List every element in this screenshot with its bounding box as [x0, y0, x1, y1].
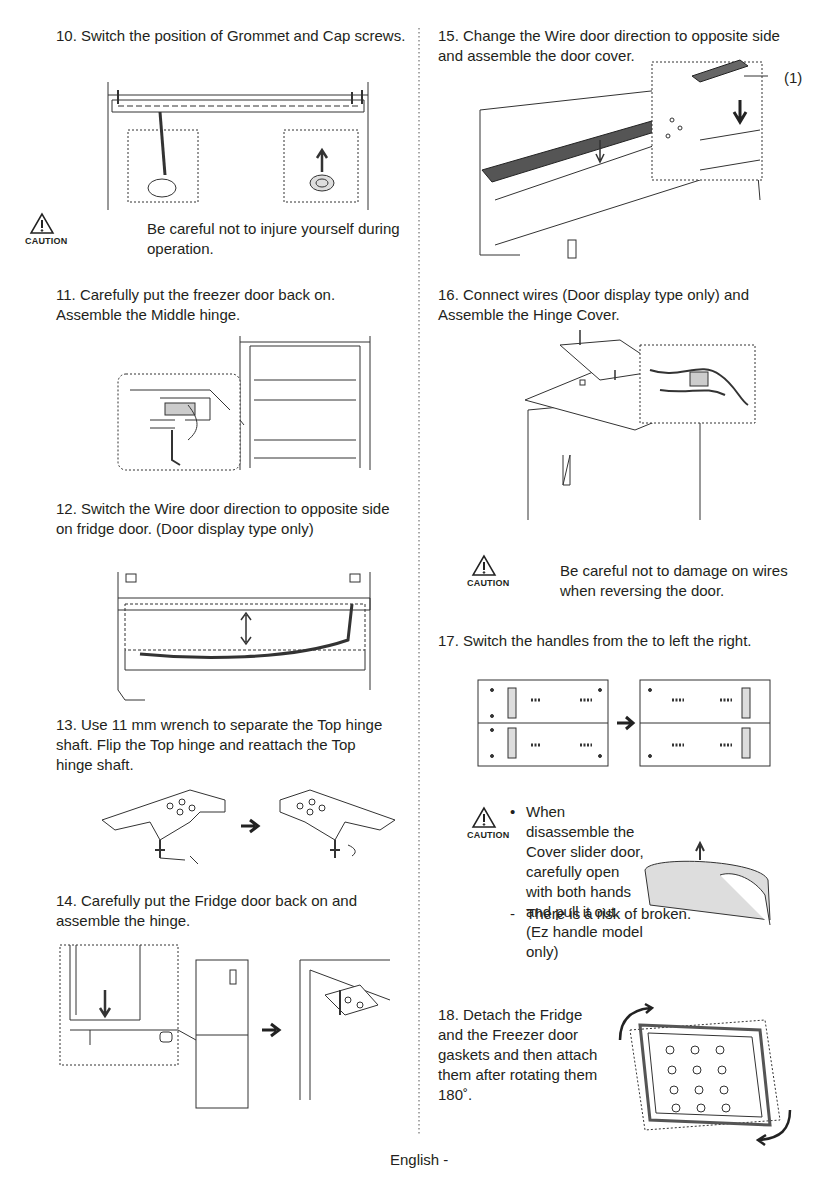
handle-swap-figure: [478, 680, 770, 766]
callout-number: (1): [784, 68, 814, 88]
wire-door-figure: [118, 572, 370, 700]
caution-text: When disassemble the Cover slider door, …: [526, 802, 644, 962]
step-text: 14. Carefully put the Fridge door back o…: [56, 891, 396, 931]
caution-icon: [473, 808, 495, 827]
page-footer: English -: [390, 1150, 448, 1170]
middle-hinge-figure: [118, 336, 370, 470]
caution-icon: [31, 214, 53, 233]
bullet: •: [510, 802, 524, 822]
caution-text: Be careful not to injure yourself during…: [147, 219, 407, 259]
fridge-top-figure: [108, 82, 368, 210]
dash: -: [510, 904, 524, 924]
column-divider: [419, 28, 420, 1135]
hinge-cover-figure: [525, 330, 755, 520]
fridge-door-figure: [60, 945, 390, 1108]
caution-icon: [473, 556, 495, 575]
caution-label: CAUTION: [467, 578, 507, 588]
door-cover-figure: [480, 60, 768, 258]
caution-text: There is a risk of broken.: [526, 904, 756, 924]
step-text: 17. Switch the handles from the to left …: [438, 631, 798, 651]
step-text: 10. Switch the position of Grommet and C…: [56, 26, 416, 46]
step-text: 13. Use 11 mm wrench to separate the Top…: [56, 715, 386, 775]
top-hinge-figure: [102, 790, 395, 864]
step-text: 18. Detach the Fridge and the Freezer do…: [438, 1005, 610, 1105]
step-text: 16. Connect wires (Door display type onl…: [438, 285, 778, 325]
step-text: 15. Change the Wire door direction to op…: [438, 26, 783, 66]
caution-label: CAUTION: [25, 236, 65, 246]
step-text: 12. Switch the Wire door direction to op…: [56, 499, 401, 539]
step-text: 11. Carefully put the freezer door back …: [56, 285, 366, 325]
gasket-figure: [620, 1004, 790, 1145]
caution-text: Be careful not to damage on wires when r…: [560, 561, 810, 601]
caution-label: CAUTION: [467, 830, 507, 840]
